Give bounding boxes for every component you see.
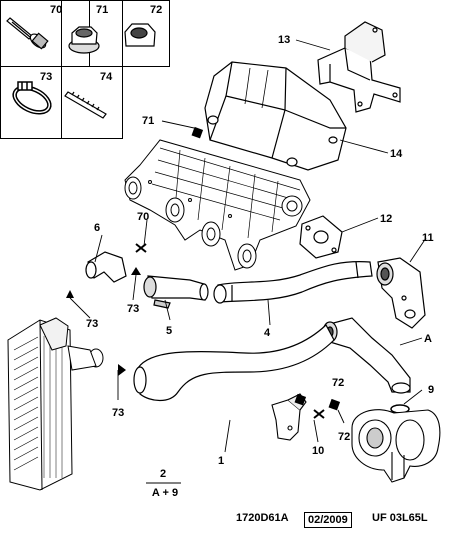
flange-nut-icon [68,26,100,54]
callout-14: 14 [390,148,403,160]
stud-icon [64,91,107,119]
hex-nut-icon [124,23,156,47]
legend-num-73: 73 [40,71,52,83]
arrow-right-clamp-73 [118,364,126,376]
legend-grid [0,0,170,139]
clamp-position-arrows [66,267,141,376]
clamp-arrow-stems [69,274,137,400]
bolt-x-markers [135,243,325,419]
callout-A: A [424,333,432,345]
note-top: 2 [160,468,166,480]
callout-12: 12 [380,213,392,225]
callout-11: 11 [422,232,434,244]
turbocharger [351,409,441,483]
nut-marker-72 [294,393,307,406]
callout-leaders [94,39,427,453]
exhaust-manifold [124,139,311,271]
support-bracket [271,393,307,441]
intercooler [7,317,104,491]
callout-73-a: 73 [86,318,98,330]
intercooler-hose [133,324,335,402]
callout-13: 13 [278,34,290,46]
egr-hose [213,261,373,304]
nut-marker-72-b [328,398,341,411]
legend-num-74: 74 [100,71,113,83]
callout-73-b: 73 [127,303,139,315]
callout-10: 10 [312,445,324,457]
bolt-with-washer-icon [6,17,49,50]
footer-code: UF 03L65L [372,512,428,524]
callout-72-a: 72 [332,377,344,389]
callout-4: 4 [264,327,271,339]
callout-1: 1 [218,455,224,467]
legend-num-70: 70 [50,4,62,16]
egr-union-fitting [376,257,426,329]
turbo-elbow-hose [85,251,127,283]
intake-pipe [143,275,209,309]
note-bottom: A + 9 [152,487,178,499]
callout-73-c: 73 [112,407,124,419]
egr-gasket [299,215,343,259]
callout-9: 9 [428,384,434,396]
arrow-up-clamp-73-b [131,267,141,275]
callout-70: 70 [137,211,149,223]
callout-6: 6 [94,222,100,234]
callout-72-b: 72 [338,431,350,443]
callout-71: 71 [142,115,154,127]
footer-date: 02/2009 [304,512,352,528]
footer-ref: 1720D61A [236,512,289,524]
nut-marker-71 [191,126,204,139]
legend-num-72: 72 [150,4,162,16]
mounting-bracket [317,21,401,113]
heat-shield [204,61,347,171]
arrow-up-clamp-73 [66,290,74,298]
legend-num-71: 71 [96,4,108,16]
hose-clamp-icon [12,81,52,115]
callout-5: 5 [166,325,172,337]
fastener-markers [191,126,341,411]
